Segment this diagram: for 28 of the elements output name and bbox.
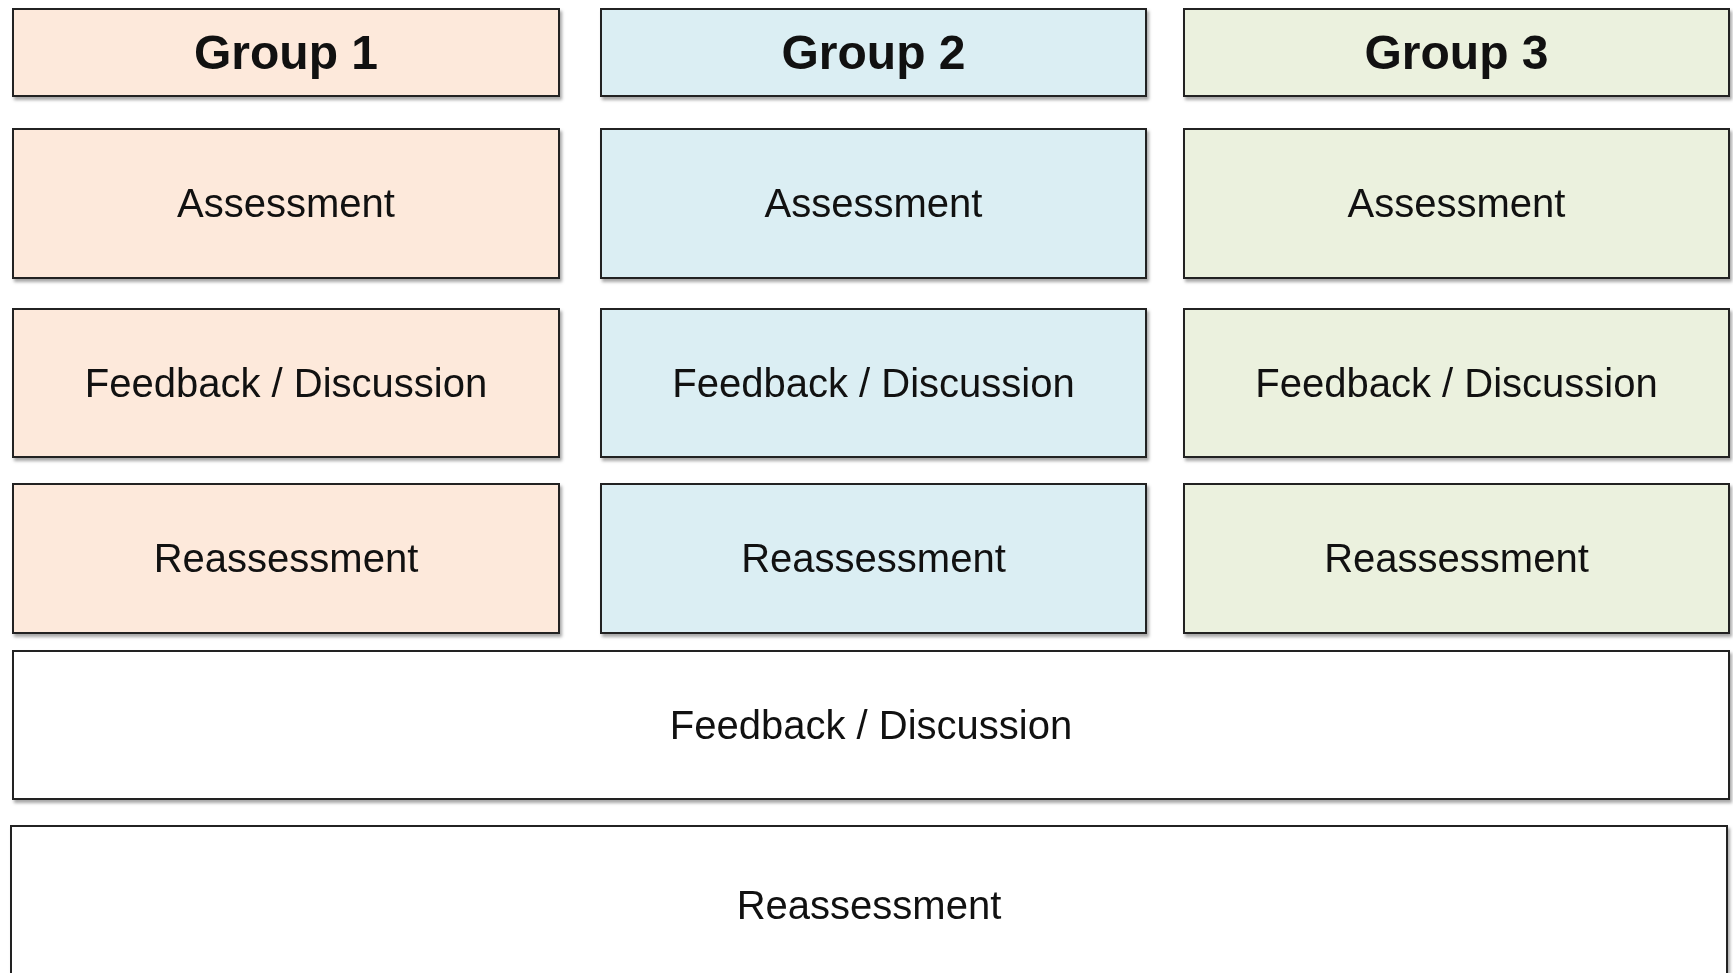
process-box <box>600 128 1147 279</box>
step-label: Assessment <box>1347 181 1566 226</box>
step-label: Reassessment <box>736 882 1002 928</box>
process-box <box>12 650 1730 800</box>
step-label: Feedback / Discussion <box>1255 360 1658 406</box>
process-box <box>12 128 560 279</box>
group-heading: Group 3 <box>1364 25 1549 80</box>
header-box <box>1183 8 1730 97</box>
process-box <box>1183 128 1730 279</box>
step-label: Feedback / Discussion <box>672 360 1075 406</box>
header-box <box>600 8 1147 97</box>
header-box <box>12 8 560 97</box>
process-box <box>1183 483 1730 634</box>
group-heading: Group 2 <box>781 25 966 80</box>
step-label: Feedback / Discussion <box>669 702 1073 748</box>
process-box <box>10 825 1728 973</box>
process-box <box>12 483 560 634</box>
step-label: Reassessment <box>741 536 1006 581</box>
group-heading: Group 1 <box>194 25 378 80</box>
step-label: Reassessment <box>153 536 419 581</box>
step-label: Assessment <box>764 181 983 226</box>
process-box <box>600 308 1147 458</box>
step-label: Feedback / Discussion <box>84 360 488 406</box>
process-box <box>1183 308 1730 458</box>
process-box <box>600 483 1147 634</box>
process-box <box>12 308 560 458</box>
step-label: Assessment <box>177 181 395 226</box>
step-label: Reassessment <box>1324 536 1589 581</box>
